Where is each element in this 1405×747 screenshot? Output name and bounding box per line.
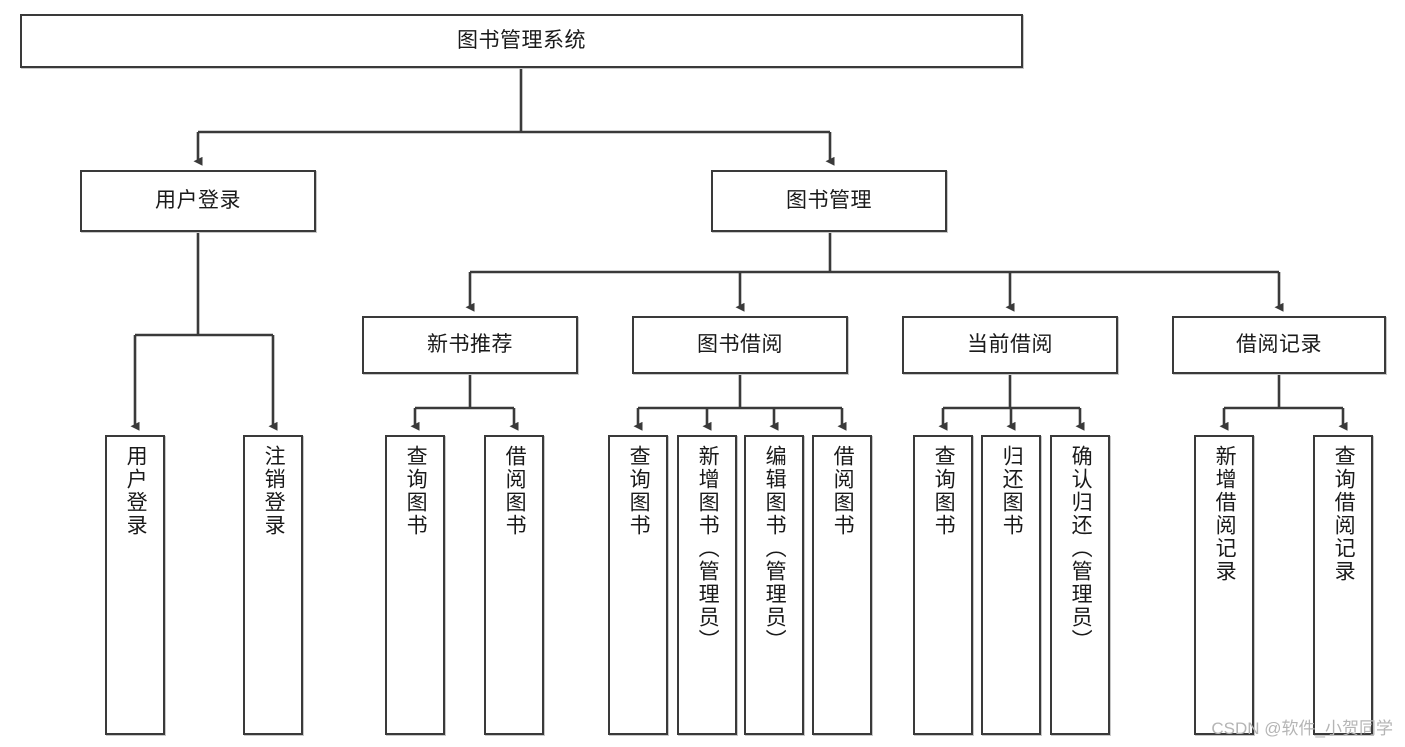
node-book-management-label: 图书管理 — [786, 189, 872, 213]
leaf-query-book-recommend[interactable]: 查询图书 — [385, 435, 445, 735]
node-user-login[interactable]: 用户登录 — [80, 170, 316, 232]
leaf-edit-book-admin-label: 编辑图书（管理员） — [763, 445, 787, 652]
leaf-query-book-recommend-label: 查询图书 — [404, 445, 428, 537]
leaf-borrow-book-recommend[interactable]: 借阅图书 — [484, 435, 544, 735]
leaf-query-book-current[interactable]: 查询图书 — [913, 435, 973, 735]
leaf-query-book-current-label: 查询图书 — [932, 445, 956, 537]
leaf-query-book-borrow[interactable]: 查询图书 — [608, 435, 668, 735]
leaf-borrow-book[interactable]: 借阅图书 — [812, 435, 872, 735]
leaf-return-book-label: 归还图书 — [1000, 445, 1024, 537]
leaf-add-book-admin-label: 新增图书（管理员） — [696, 445, 720, 652]
leaf-query-book-borrow-label: 查询图书 — [627, 445, 651, 537]
leaf-query-borrow-record[interactable]: 查询借阅记录 — [1313, 435, 1373, 735]
node-new-book-recommend[interactable]: 新书推荐 — [362, 316, 578, 374]
node-borrow-record-label: 借阅记录 — [1236, 333, 1322, 357]
leaf-query-borrow-record-label: 查询借阅记录 — [1332, 445, 1356, 583]
leaf-add-book-admin[interactable]: 新增图书（管理员） — [677, 435, 737, 735]
leaf-user-login-label: 用户登录 — [124, 445, 148, 537]
node-new-book-recommend-label: 新书推荐 — [427, 333, 513, 357]
node-user-login-label: 用户登录 — [155, 189, 241, 213]
node-book-borrow[interactable]: 图书借阅 — [632, 316, 848, 374]
leaf-borrow-book-label: 借阅图书 — [831, 445, 855, 537]
node-borrow-record[interactable]: 借阅记录 — [1172, 316, 1386, 374]
node-current-borrow[interactable]: 当前借阅 — [902, 316, 1118, 374]
watermark: CSDN @软件_小贺同学 — [1211, 719, 1393, 738]
node-book-borrow-label: 图书借阅 — [697, 333, 783, 357]
leaf-edit-book-admin[interactable]: 编辑图书（管理员） — [744, 435, 804, 735]
leaf-borrow-book-recommend-label: 借阅图书 — [503, 445, 527, 537]
node-current-borrow-label: 当前借阅 — [967, 333, 1053, 357]
node-book-management[interactable]: 图书管理 — [711, 170, 947, 232]
leaf-logout[interactable]: 注销登录 — [243, 435, 303, 735]
leaf-return-book[interactable]: 归还图书 — [981, 435, 1041, 735]
leaf-logout-label: 注销登录 — [262, 445, 286, 537]
leaf-confirm-return-admin[interactable]: 确认归还（管理员） — [1050, 435, 1110, 735]
leaf-add-borrow-record[interactable]: 新增借阅记录 — [1194, 435, 1254, 735]
leaf-user-login[interactable]: 用户登录 — [105, 435, 165, 735]
leaf-confirm-return-admin-label: 确认归还（管理员） — [1069, 445, 1093, 652]
node-root-label: 图书管理系统 — [457, 29, 586, 53]
leaf-add-borrow-record-label: 新增借阅记录 — [1213, 445, 1237, 583]
node-root[interactable]: 图书管理系统 — [20, 14, 1023, 68]
